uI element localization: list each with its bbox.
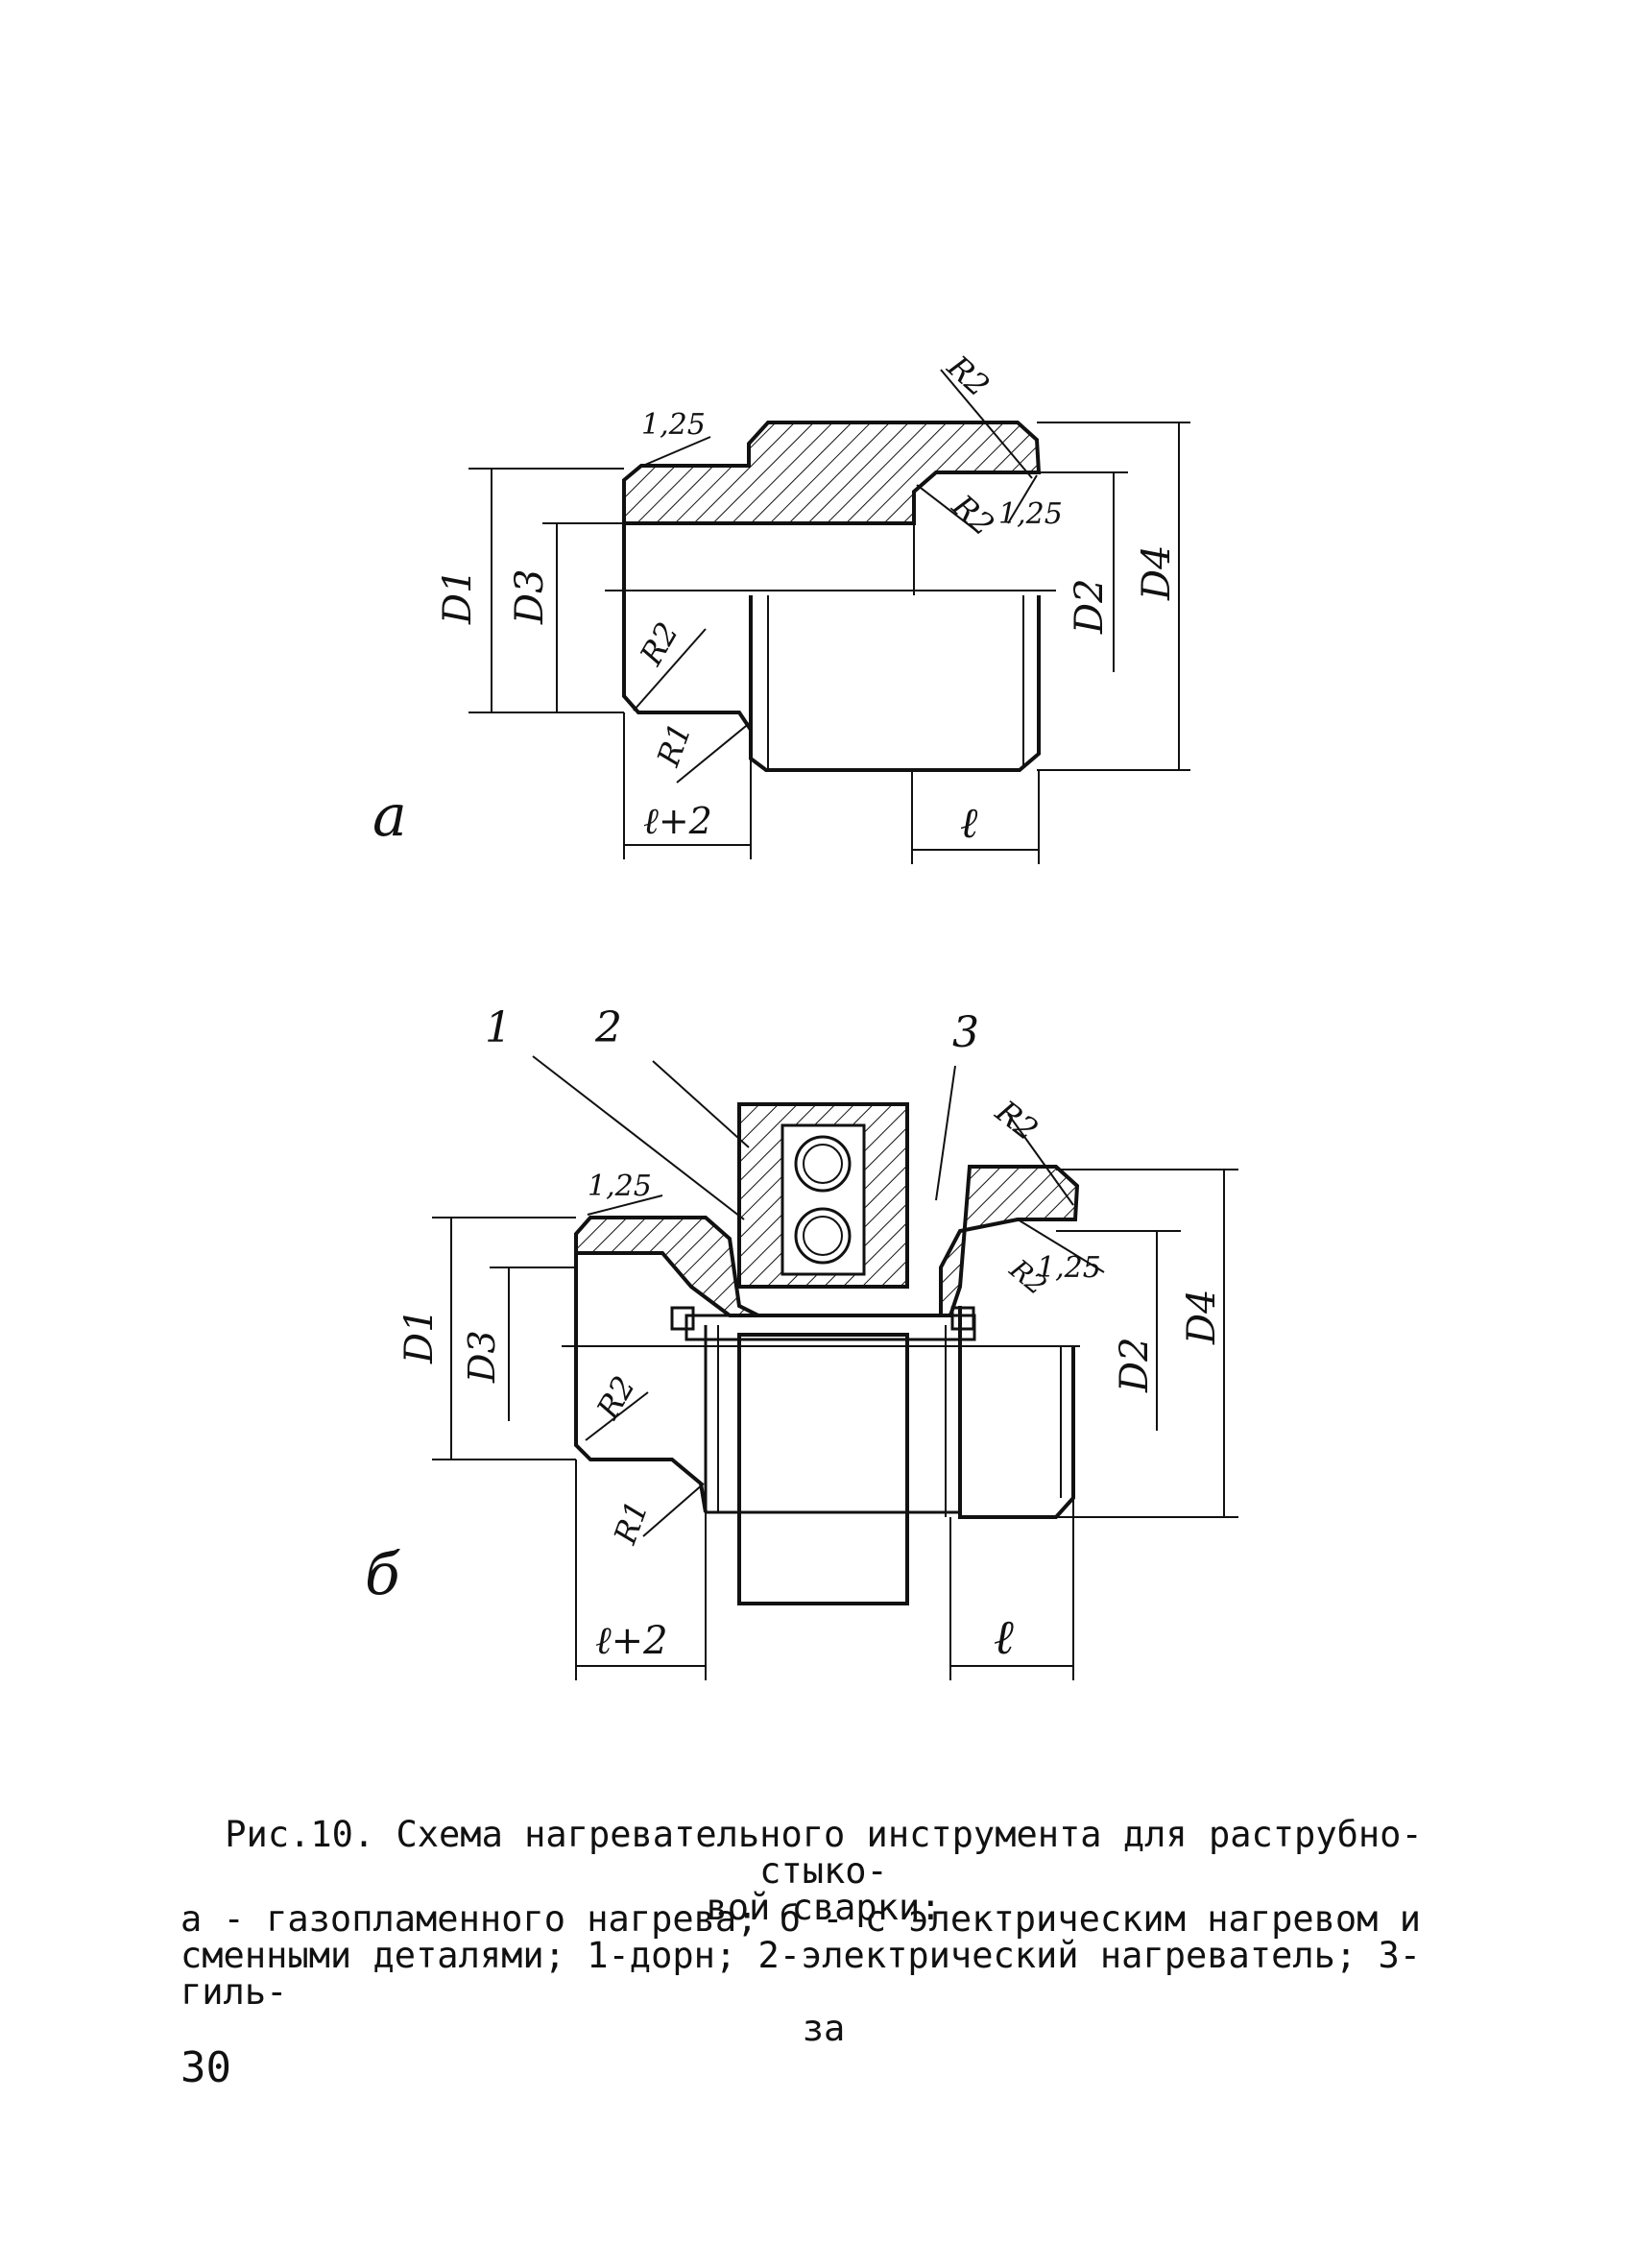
figure-b-mandrel — [737, 1333, 909, 1605]
figure-a — [468, 369, 1190, 864]
figure-a-dim-r2-left: R2 — [633, 616, 686, 672]
figure-a-dim-d2: D2 — [1068, 578, 1112, 635]
figure-b-dim-l-plus-2: ℓ+2 — [595, 1619, 668, 1663]
figure-b-dim-r1: R1 — [606, 1496, 655, 1550]
figure-b-part-1: 1 — [485, 1003, 512, 1052]
figure-b-part-3: 3 — [952, 1008, 979, 1057]
figure-a-label: а — [372, 783, 407, 850]
figure-a-dim-c125-right: 1,25 — [998, 497, 1063, 531]
figure-b-dim-r2-top: R2 — [988, 1093, 1045, 1148]
caption-desc-line-3: за — [802, 2008, 846, 2049]
figure-a-dim-l: ℓ — [960, 799, 978, 848]
caption-title-line-2: вой сварки: — [706, 1887, 942, 1928]
figure-b-dim-d2: D2 — [1113, 1337, 1157, 1393]
figure-a-dim-l-plus-2: ℓ+2 — [643, 800, 712, 842]
figure-b-dim-c125-right: 1,25 — [1037, 1251, 1101, 1285]
figure-b-dim-d4: D4 — [1180, 1289, 1224, 1345]
figure-b-right-body — [958, 1306, 1075, 1519]
caption-title-line-1: Рис.10. Схема нагревательного инструмент… — [225, 1814, 1423, 1892]
figure-b-heater-element-bottom — [794, 1207, 852, 1265]
figure-caption-description: а - газопламенного нагрева; б - с электр… — [180, 1901, 1467, 2047]
caption-desc-line-2: сменными деталями; 1-дорн; 2-электрическ… — [180, 1935, 1422, 2013]
figure-a-dim-d4: D4 — [1135, 544, 1179, 601]
figure-a-dim-r2-top: R2 — [940, 348, 997, 404]
figure-b-part-2: 2 — [594, 1003, 622, 1052]
figure-b-dim-c125-left: 1,25 — [588, 1170, 652, 1203]
figure-b-dim-r2-left: R2 — [589, 1370, 643, 1426]
figure-a-dim-d3: D3 — [508, 568, 552, 625]
figure-a-right-cylinder — [749, 595, 1041, 772]
figure-b-dim-l: ℓ — [994, 1609, 1014, 1665]
figure-b-left-body — [574, 1253, 708, 1513]
figure-b-dim-d1: D1 — [397, 1308, 442, 1364]
caption-desc-line-1: а - газопламенного нагрева; б - с электр… — [180, 1898, 1422, 1940]
figure-a-dim-d1: D1 — [436, 568, 480, 625]
figure-b-heater-inner — [780, 1123, 866, 1276]
figure-a-dim-r1: R1 — [649, 718, 698, 772]
figure-b — [432, 1055, 1238, 1680]
page-number: 30 — [180, 2043, 231, 2092]
figure-b-heater-element-top — [794, 1135, 852, 1193]
figure-b-label: б — [365, 1541, 400, 1608]
figure-a-dim-c125-left: 1,25 — [641, 408, 706, 442]
figure-caption-title: Рис.10. Схема нагревательного инструмент… — [180, 1817, 1467, 1926]
figure-a-dim-r2-inner: R2 — [945, 487, 1001, 543]
figure-b-dim-d3: D3 — [461, 1330, 503, 1384]
